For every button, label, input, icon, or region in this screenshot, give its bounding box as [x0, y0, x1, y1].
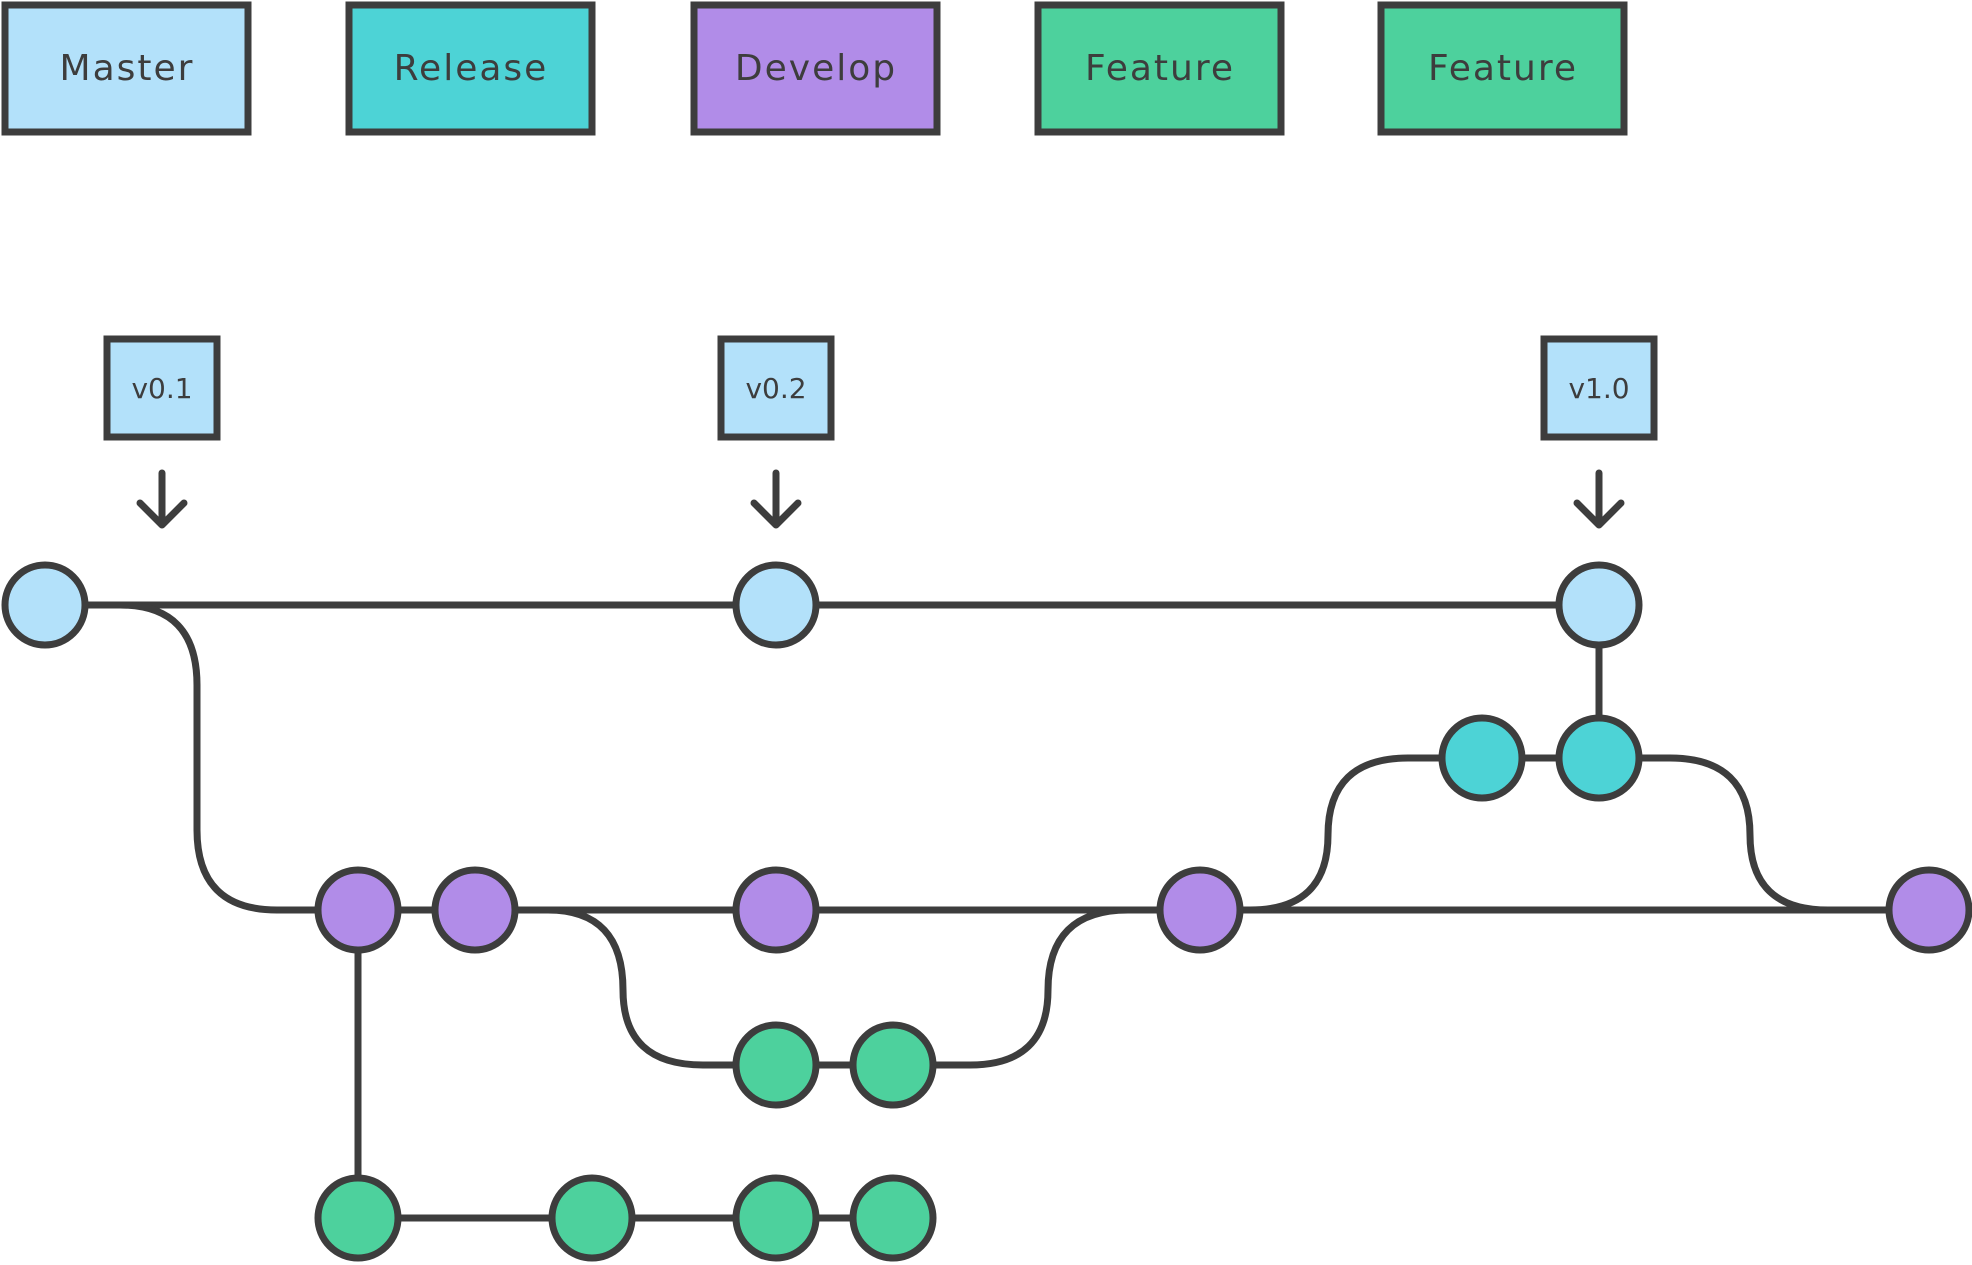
tag-v1-0-arrow — [1573, 469, 1625, 529]
tag-v0-2: v0.2 — [717, 335, 835, 529]
commit-master-1 — [1, 561, 89, 649]
commit-develop-4 — [1156, 866, 1244, 954]
commit-feature-2-2 — [849, 1021, 937, 1109]
tags: v0.1 v0.2 v1.0 — [103, 335, 1658, 529]
commit-feature-1-3 — [732, 1174, 820, 1262]
legend-master: Master — [1, 1, 252, 136]
legend-release: Release — [345, 1, 596, 136]
legend-develop: Develop — [690, 1, 941, 136]
tag-v0-1-label: v0.1 — [131, 372, 192, 405]
master-to-develop-line — [119, 601, 358, 914]
commits — [1, 561, 1972, 1262]
commit-release-2 — [1555, 714, 1643, 802]
legend-feature-1: Feature — [1034, 1, 1285, 136]
tag-v0-1-arrow — [136, 469, 188, 529]
legend-develop-label: Develop — [735, 48, 897, 89]
legend-feature-1-label: Feature — [1085, 48, 1235, 89]
commit-master-3 — [1555, 561, 1643, 649]
commit-release-1 — [1438, 714, 1526, 802]
develop-to-release-line — [1200, 754, 1482, 914]
tag-v0-1: v0.1 — [103, 335, 221, 529]
commit-feature-1-4 — [849, 1174, 937, 1262]
commit-feature-2-1 — [732, 1021, 820, 1109]
legend-feature-2: Feature — [1377, 1, 1628, 136]
tag-v1-0-label: v1.0 — [1568, 372, 1629, 405]
commit-develop-1 — [314, 866, 402, 954]
commit-feature-1-2 — [548, 1174, 636, 1262]
legend-release-label: Release — [394, 48, 549, 89]
commit-develop-3 — [732, 866, 820, 954]
commit-develop-2 — [431, 866, 519, 954]
release-to-develop-line — [1599, 754, 1929, 914]
develop-to-feature-2-line — [547, 906, 776, 1069]
tag-v0-2-arrow — [750, 469, 802, 529]
legend-master-label: Master — [60, 48, 195, 89]
commit-feature-1-1 — [314, 1174, 402, 1262]
commit-develop-5 — [1885, 866, 1972, 954]
legend: Master Release Develop Feature Feature — [1, 1, 1628, 136]
legend-feature-2-label: Feature — [1428, 48, 1578, 89]
tag-v0-2-label: v0.2 — [745, 372, 806, 405]
commit-master-2 — [732, 561, 820, 649]
feature-2-merge-line — [893, 906, 1200, 1069]
tag-v1-0: v1.0 — [1540, 335, 1658, 529]
